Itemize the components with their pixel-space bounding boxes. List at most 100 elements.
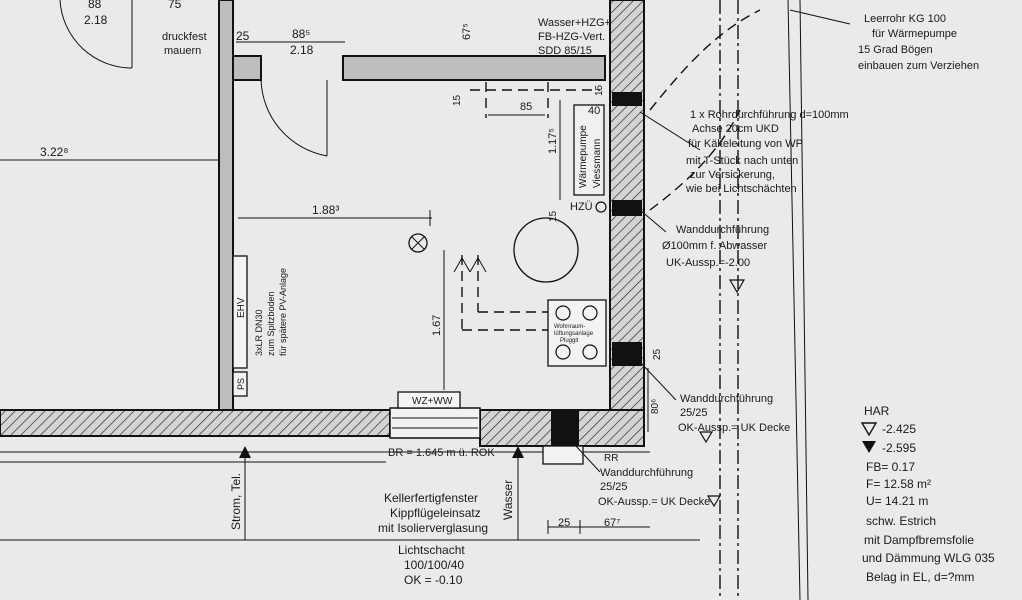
label-fenster-1: Kellerfertigfenster (384, 491, 478, 505)
label-wd3-3: OK-Aussp.= UK Decke (598, 496, 710, 508)
label-leerrohr-1: Leerrohr KG 100 (864, 13, 946, 25)
dim-75: 75 (168, 0, 182, 11)
duct-bowtie-3 (612, 342, 642, 366)
label-wd2-1: Wanddurchführung (680, 393, 773, 405)
label-estrich-1: schw. Estrich (866, 514, 936, 528)
label-rohr-6: wie bei Lichtschächten (685, 183, 797, 195)
label-har-2: -2.595 (882, 441, 916, 455)
dim-218-top: 2.18 (290, 43, 314, 57)
label-rohr-5: zur Versickerung, (690, 169, 775, 181)
label-licht-2: 100/100/40 (404, 558, 464, 572)
label-fb-hzg: FB-HZG-Vert. (538, 31, 605, 43)
label-wd2-3: OK-Aussp.= UK Decke (678, 422, 790, 434)
label-wd3-1: Wanddurchführung (600, 467, 693, 479)
dim-885: 88⁵ (292, 27, 310, 41)
label-estrich-4: Belag in EL, d=?mm (866, 570, 974, 584)
dim-25-bottom: 25 (558, 517, 570, 529)
dim-15-c: 15 (548, 210, 559, 222)
dim-218-left: 2.18 (84, 13, 108, 27)
har-filled-triangle-icon (862, 441, 876, 453)
label-sdd: SDD 85/15 (538, 45, 592, 57)
label-licht-3: OK = -0.10 (404, 573, 463, 587)
label-hzu: HZÜ (570, 201, 593, 213)
label-wp-2: Viessmann (592, 139, 603, 188)
arrows (239, 9, 878, 540)
annotations: 88 75 2.18 druckfest mauern 25 88⁵ 2.18 … (40, 0, 995, 587)
label-licht-1: Lichtschacht (398, 543, 465, 557)
label-fenster-3: mit Isolierverglasung (378, 521, 488, 535)
wall-right-hatched (609, 0, 645, 446)
dimension-lines (0, 41, 650, 534)
rr-box (542, 445, 584, 465)
dim-15-b: 15 (594, 84, 605, 96)
label-ehv: EHV (236, 297, 247, 318)
buffer-tank (513, 217, 579, 283)
label-estrich-2: mit Dampfbremsfolie (864, 533, 974, 547)
wall-top-left-stub (232, 55, 262, 81)
dim-675-top: 67⁵ (461, 23, 473, 40)
hzu-marker (595, 201, 607, 213)
label-druckfest: druckfest (162, 31, 207, 43)
label-wz-ww: WZ+WW (412, 396, 453, 407)
label-estrich-3: und Dämmung WLG 035 (862, 551, 995, 565)
label-rr: RR (604, 453, 618, 464)
light-fixture (408, 233, 428, 253)
label-u: U= 14.21 m (866, 494, 928, 508)
duct-bowtie-1 (612, 92, 642, 106)
door-room-arc (260, 79, 328, 157)
dim-677: 67⁷ (604, 517, 620, 529)
label-wohnraum-2: lüftungsanlage (554, 331, 594, 337)
wall-bottom-left (0, 409, 391, 437)
dim-1883: 1.88³ (312, 203, 339, 217)
level-marker-2 (698, 431, 714, 444)
label-fenster-2: Kippflügeleinsatz (390, 506, 481, 520)
walls (0, 0, 700, 541)
label-leerrohr-2: für Wärmepumpe (872, 28, 957, 40)
label-lr-3: für spätere PV-Anlage (278, 268, 288, 356)
doors (59, 0, 328, 157)
equipment (232, 92, 642, 465)
label-rohr-4: mit T-Stück nach unten (686, 155, 798, 167)
label-wohnraum-3: Pluggit (560, 338, 579, 344)
ps-box (232, 371, 248, 397)
dim-1175: 1.17⁵ (547, 128, 559, 154)
label-wohnraum-1: Wohnraum- (554, 324, 585, 330)
dim-40: 40 (588, 105, 600, 117)
level-marker-3 (706, 495, 722, 508)
label-leerrohr-4: einbauen zum Verziehen (858, 60, 979, 72)
dim-167: 1.67 (431, 315, 443, 336)
label-wd2-2: 25/25 (680, 407, 708, 419)
label-rohr-3: für Kälteleitung von WP (688, 138, 803, 150)
ehv-box (232, 255, 248, 369)
wall-top-center (342, 55, 606, 81)
label-wd1-2: Ø100mm f. Abwasser (662, 240, 767, 252)
label-wd1-3: UK-Aussp.=-2.00 (666, 257, 750, 269)
label-wasser-hzg: Wasser+HZG+ (538, 17, 611, 29)
dim-322: 3.22⁸ (40, 145, 68, 159)
dim-85: 85 (520, 101, 532, 113)
dim-88: 88 (88, 0, 102, 11)
dim-25-top: 25 (236, 29, 250, 43)
duct-bowtie-2 (612, 200, 642, 216)
label-wd1-1: Wanddurchführung (676, 224, 769, 236)
label-har: HAR (864, 404, 890, 418)
label-wd3-2: 25/25 (600, 481, 628, 493)
dim-806: 80⁶ (650, 399, 661, 414)
label-lr-1: 3xLR DN30 (254, 309, 264, 356)
label-strom-tel: Strom, Tel. (229, 473, 243, 530)
label-har-1: -2.425 (882, 422, 916, 436)
wall-breakthrough (551, 410, 579, 446)
dim-25-right: 25 (652, 348, 663, 360)
label-lr-2: zum Spitzboden (266, 291, 276, 356)
label-fb: FB= 0.17 (866, 460, 915, 474)
window-opening (389, 407, 481, 439)
har-open-triangle-icon (860, 422, 878, 437)
heat-pump-unit (573, 104, 605, 196)
label-br: BR = 1.645 m ü. ROK (388, 447, 495, 459)
dim-15-a: 15 (452, 94, 463, 106)
label-wp-1: Wärmepumpe (578, 125, 589, 188)
wall-left-outer (218, 0, 234, 411)
label-f: F= 12.58 m² (866, 477, 931, 491)
wz-ww-box (397, 391, 461, 409)
label-leerrohr-3: 15 Grad Bögen (858, 44, 933, 56)
